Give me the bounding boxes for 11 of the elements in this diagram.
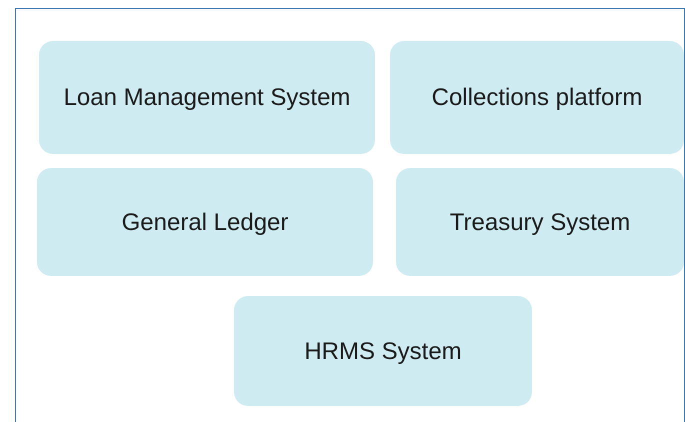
frame-panel xyxy=(15,8,685,422)
system-label: General Ledger xyxy=(122,208,288,236)
system-box xyxy=(37,168,373,276)
system-box xyxy=(234,296,532,406)
system-label: HRMS System xyxy=(304,336,462,366)
system-box xyxy=(39,41,375,154)
system-label: Collections platform xyxy=(432,83,642,112)
system-box xyxy=(390,41,684,154)
system-box xyxy=(396,168,684,276)
system-label: Loan Management System xyxy=(64,83,350,112)
system-label: Treasury System xyxy=(450,208,630,236)
